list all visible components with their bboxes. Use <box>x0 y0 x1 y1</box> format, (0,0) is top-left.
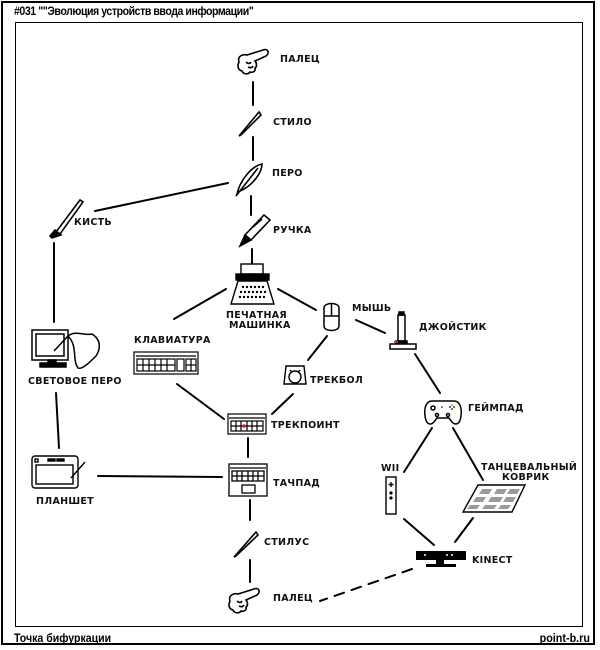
edge-joystick-gamepad <box>414 353 441 394</box>
node-label-kinect: KINECT <box>472 555 513 566</box>
diagram-panel <box>15 22 583 627</box>
edge-trackball-trackpoint <box>271 393 294 415</box>
node-label-dance-mat-1: ТАНЦЕВАЛЬНЫЙ <box>481 461 577 473</box>
node-label-light-pen: СВЕТОВОЕ ПЕРО <box>28 376 122 387</box>
edge-kinect-finger-dashed <box>319 568 413 602</box>
typewriter-icon <box>230 263 275 305</box>
node-label-dance-mat-2: КОВРИК <box>502 472 550 483</box>
node-label-gamepad: ГЕЙМПАД <box>468 402 524 414</box>
node-label-finger-bottom: ПАЛЕЦ <box>273 593 313 604</box>
joystick-button <box>394 341 398 343</box>
node-label-typewriter-2: МАШИНКА <box>229 320 291 331</box>
node-label-brush: КИСТЬ <box>74 217 112 228</box>
series-name: Точка бифуркации <box>14 631 112 645</box>
laptop-touchpad-icon <box>228 463 268 497</box>
monitor-light-pen-icon <box>31 329 100 370</box>
edge-quill-brush <box>94 182 229 212</box>
mouse-icon <box>323 302 340 332</box>
dance-mat-icon <box>461 484 527 513</box>
stylus-icon <box>238 110 263 137</box>
keyboard-icon <box>133 351 199 375</box>
pointing-hand-icon <box>228 587 260 614</box>
edge-typewriter-keyboard <box>173 288 227 320</box>
edge-gamepad-wii <box>403 427 433 473</box>
stylus-icon <box>233 530 260 558</box>
node-label-stylo: СТИЛО <box>273 117 312 128</box>
node-label-trackball: ТРЕКБОЛ <box>310 375 363 386</box>
fountain-pen-icon <box>238 213 272 248</box>
edges-group <box>53 81 484 602</box>
node-label-pen: РУЧКА <box>273 225 312 236</box>
edge-typewriter-mouse <box>277 288 317 311</box>
edge-keyboard-trackpoint <box>176 383 225 420</box>
gamepad-icon <box>424 400 462 425</box>
trackpoint-dot <box>242 424 246 428</box>
node-label-mouse: МЫШЬ <box>352 303 391 314</box>
trackpoint-keyboard-icon <box>227 413 267 435</box>
edge-lightpen-tablet <box>55 392 60 449</box>
node-label-joystick: ДЖОЙСТИК <box>419 321 487 333</box>
node-label-typewriter-1: ПЕЧАТНАЯ <box>226 310 287 321</box>
joystick-icon <box>389 311 417 350</box>
node-label-quill: ПЕРО <box>272 168 303 179</box>
trackball-icon <box>283 365 307 385</box>
edge-mouse-trackball <box>307 335 328 361</box>
quill-icon <box>235 163 263 197</box>
kinect-icon <box>416 551 466 567</box>
edge-mouse-joystick <box>355 319 386 334</box>
pointing-hand-icon <box>237 48 269 75</box>
edge-tablet-touchpad <box>97 475 223 478</box>
wii-remote-icon <box>385 476 397 515</box>
edge-gamepad-dancemat <box>452 427 484 481</box>
graphics-tablet-icon <box>31 455 86 489</box>
node-label-trackpoint: ТРЕКПОИНТ <box>271 420 340 431</box>
node-label-touchpad: ТАЧПАД <box>273 478 320 489</box>
comic-title: #031 ""Эволюция устройств ввода информац… <box>14 4 254 18</box>
brush-icon <box>48 198 85 239</box>
edge-wii-kinect <box>403 518 435 546</box>
edge-dancemat-kinect <box>454 517 474 543</box>
node-label-tablet: ПЛАНШЕТ <box>36 496 94 507</box>
node-label-wii: WII <box>381 463 399 474</box>
node-label-finger-top: ПАЛЕЦ <box>280 54 320 65</box>
node-label-stylus: СТИЛУС <box>264 537 309 548</box>
site-link[interactable]: point-b.ru <box>539 631 590 645</box>
node-label-keyboard: КЛАВИАТУРА <box>134 335 211 346</box>
